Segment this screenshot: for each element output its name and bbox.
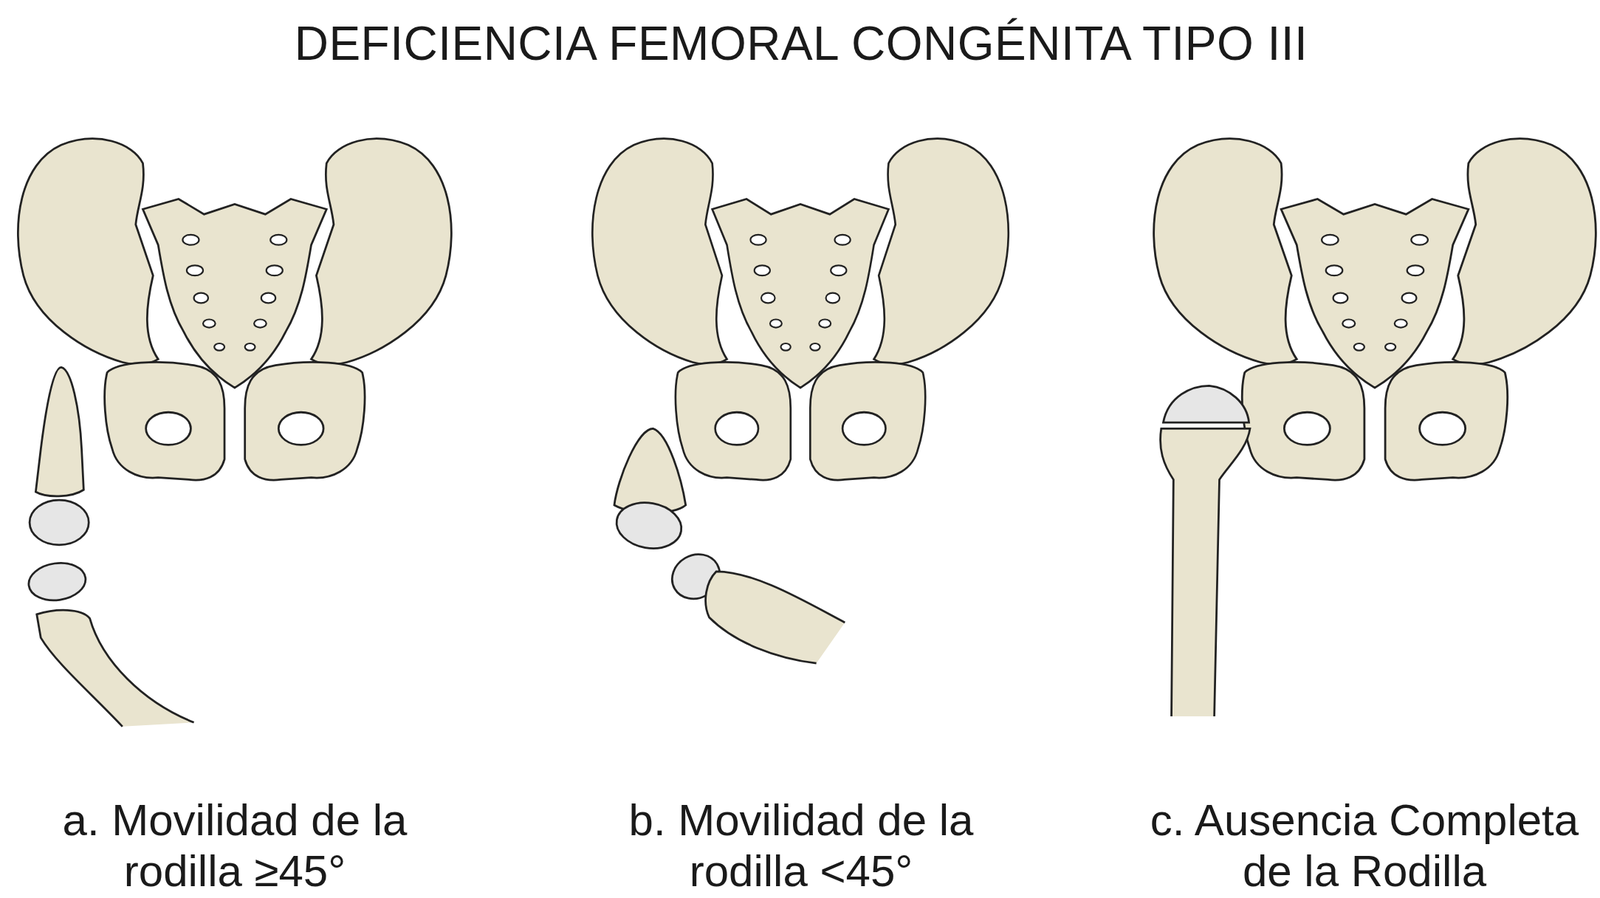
panel-caption: b. Movilidad de la rodilla <45° <box>572 794 1030 897</box>
panel-caption: c. Ausencia Completa de la Rodilla <box>1135 794 1594 897</box>
diagram-title: DEFICIENCIA FEMORAL CONGÉNITA TIPO III <box>294 16 1309 71</box>
panel-caption: a. Movilidad de la rodilla ≥45° <box>5 794 464 897</box>
